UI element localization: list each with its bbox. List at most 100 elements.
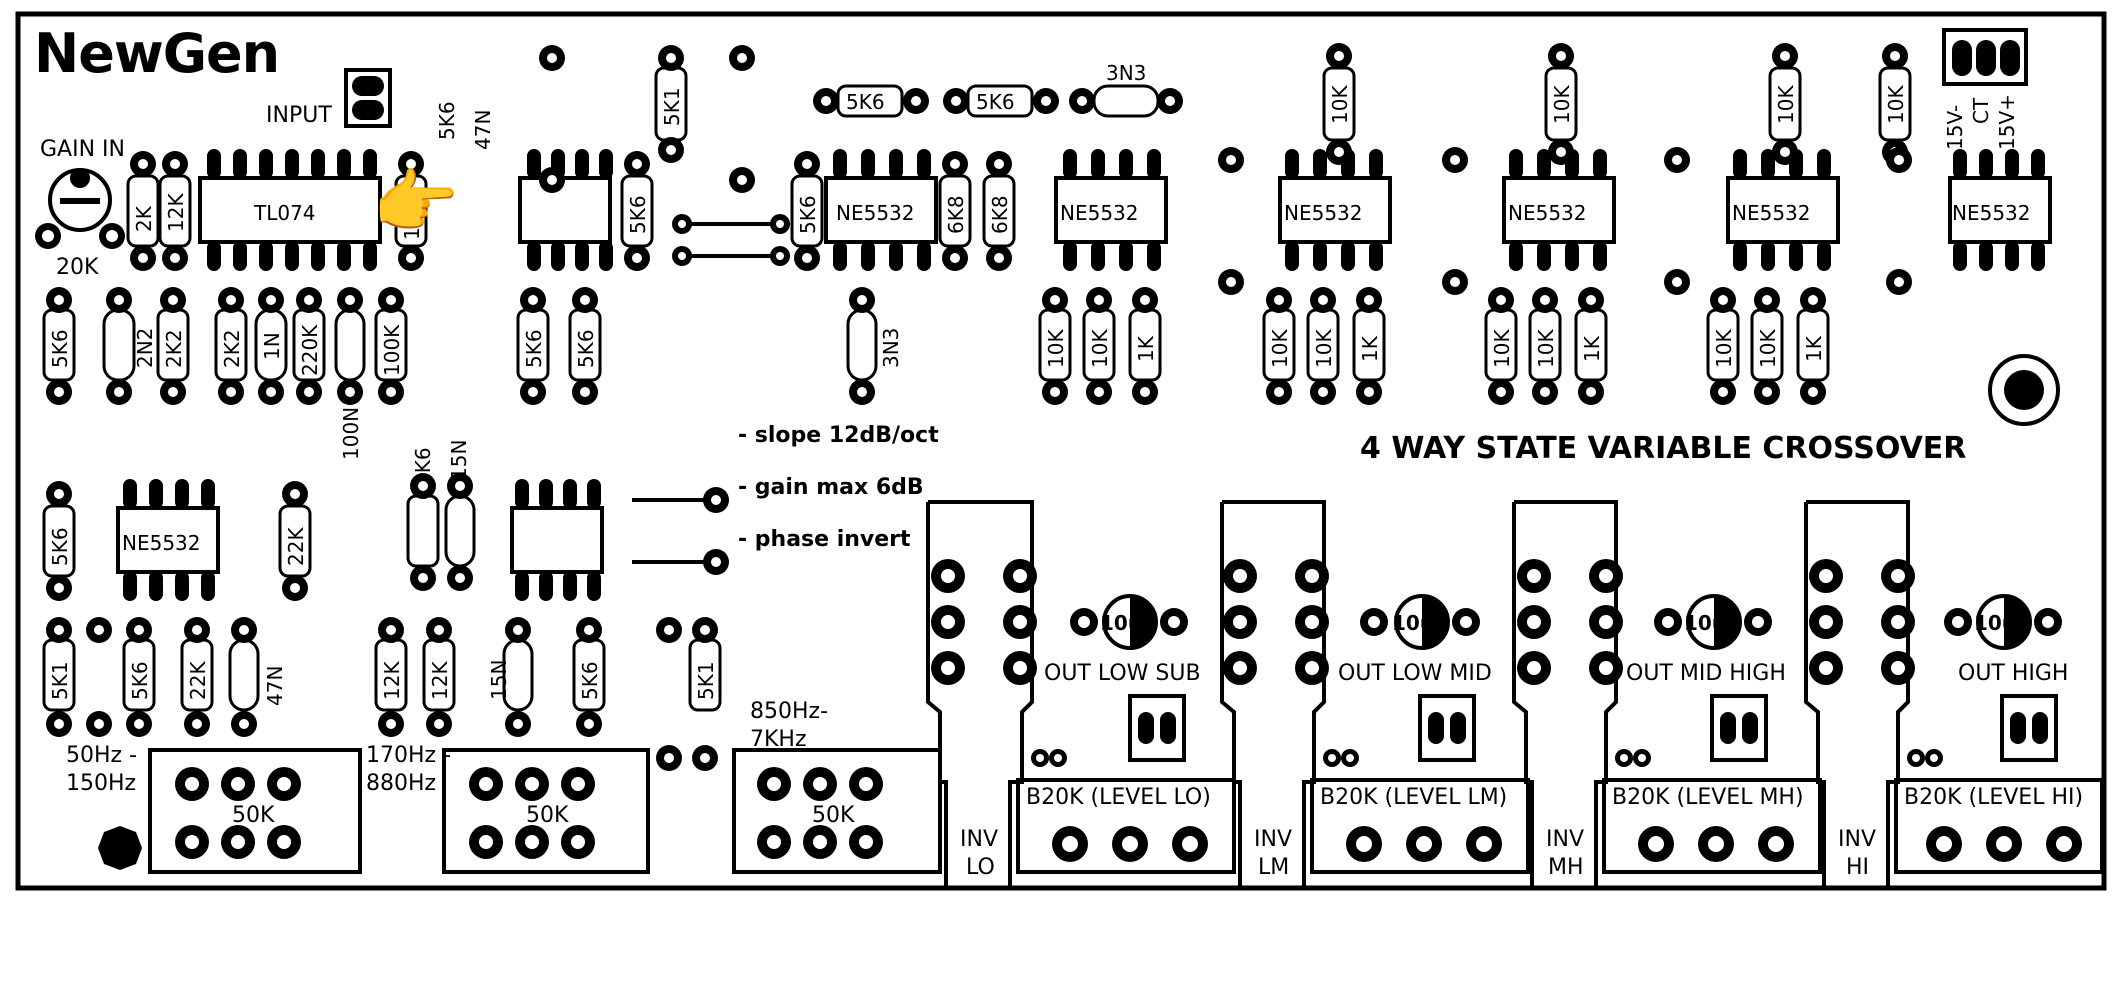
solder-pad bbox=[1132, 287, 1158, 313]
solder-pad bbox=[1310, 287, 1336, 313]
resistor: 2K bbox=[126, 174, 160, 248]
ic-pin bbox=[1119, 149, 1133, 179]
solder-pad bbox=[1578, 287, 1604, 313]
solder-pad bbox=[520, 379, 546, 405]
pot-range: 150Hz bbox=[66, 771, 136, 796]
resistor: 220K bbox=[292, 308, 326, 382]
solder-pad bbox=[1589, 605, 1623, 639]
solder-pad bbox=[160, 379, 186, 405]
output-connector bbox=[1418, 694, 1476, 762]
ic-pin bbox=[311, 149, 325, 179]
solder-pad bbox=[231, 711, 257, 737]
ic-pin bbox=[285, 149, 299, 179]
resistor: 2K2 bbox=[156, 308, 190, 382]
resistor: 10K bbox=[1484, 308, 1518, 382]
resistor: 10K bbox=[1082, 308, 1116, 382]
resistor: 100K bbox=[374, 308, 408, 382]
ic-pin bbox=[1953, 149, 1967, 179]
solder-pad bbox=[1326, 139, 1352, 165]
resistor-value: 1K bbox=[1358, 335, 1382, 362]
ic-pin bbox=[1979, 241, 1993, 271]
resistor-value: 22K bbox=[186, 661, 210, 700]
mounting-hole bbox=[1988, 354, 2060, 426]
solder-pad bbox=[1003, 559, 1037, 593]
ic-pin bbox=[1285, 241, 1299, 271]
solder-pad bbox=[426, 711, 452, 737]
resistor: 10K bbox=[1306, 308, 1340, 382]
solder-pad bbox=[729, 167, 755, 193]
inv-label: LM bbox=[1258, 855, 1289, 880]
pot-range: 170Hz - bbox=[366, 743, 451, 768]
solder-pad bbox=[258, 379, 284, 405]
ic-pin bbox=[1509, 149, 1523, 179]
solder-pad bbox=[1710, 287, 1736, 313]
pot-range: 50Hz - bbox=[66, 743, 137, 768]
solder-pad bbox=[1452, 608, 1480, 636]
capacitor: 15N bbox=[444, 440, 476, 568]
solder-pad bbox=[267, 767, 301, 801]
solder-pad bbox=[1069, 88, 1095, 114]
solder-pad bbox=[469, 767, 503, 801]
solder-pad bbox=[1488, 379, 1514, 405]
solder-pad bbox=[849, 767, 883, 801]
ic-chip: NE5532 bbox=[1278, 176, 1392, 244]
ic-label: NE5532 bbox=[1952, 201, 2031, 225]
solder-pad bbox=[410, 565, 436, 591]
solder-pad bbox=[160, 287, 186, 313]
ic-pin bbox=[917, 149, 931, 179]
solder-pad bbox=[931, 559, 965, 593]
solder-pad bbox=[46, 711, 72, 737]
solder-pad bbox=[86, 711, 112, 737]
ic-pin bbox=[889, 241, 903, 271]
capacitor: 47N bbox=[228, 638, 287, 712]
solder-pad bbox=[505, 617, 531, 643]
resistor: 5K6 bbox=[122, 638, 156, 712]
solder-pad bbox=[175, 767, 209, 801]
solder-pad bbox=[175, 825, 209, 859]
solder-pad bbox=[1664, 269, 1690, 295]
ic-pin bbox=[1761, 149, 1775, 179]
ic-pin bbox=[363, 149, 377, 179]
ic-label: NE5532 bbox=[122, 531, 201, 555]
ic-pin bbox=[1789, 241, 1803, 271]
resistor-value: 5K1 bbox=[694, 661, 718, 700]
solder-pad bbox=[1295, 559, 1329, 593]
electrolytic-capacitor: 10u bbox=[1974, 594, 2032, 650]
solder-pad bbox=[1754, 379, 1780, 405]
solder-pad bbox=[162, 245, 188, 271]
solder-pad bbox=[1517, 651, 1551, 685]
gain-trim-pot bbox=[35, 168, 125, 249]
ic-label: NE5532 bbox=[1732, 201, 1811, 225]
capacitor-value: 2N2 bbox=[133, 328, 157, 368]
capacitor-value: 1N bbox=[260, 332, 284, 360]
solder-pad bbox=[849, 379, 875, 405]
solder-pad bbox=[1772, 139, 1798, 165]
solder-pad bbox=[576, 711, 602, 737]
solder-pad bbox=[1360, 608, 1388, 636]
resistor-value: 5K6 bbox=[522, 329, 546, 368]
solder-pad bbox=[770, 214, 790, 234]
output-channel-mh: INV MH 10u OUT MID HIGH B20K (LEVEL MH) bbox=[1512, 500, 1822, 888]
resistor-value: 10K bbox=[1774, 85, 1798, 124]
ic-pin bbox=[149, 571, 163, 601]
pot-range: 7KHz bbox=[750, 727, 807, 752]
ic-pin bbox=[587, 479, 601, 509]
ic-pin bbox=[1063, 149, 1077, 179]
pointing-hand-icon: 👉 bbox=[372, 161, 459, 243]
pot-range: 850Hz- bbox=[750, 699, 828, 724]
solder-pad bbox=[46, 617, 72, 643]
solder-pad bbox=[656, 617, 682, 643]
resistor: 10K bbox=[1878, 66, 1912, 142]
solder-pad bbox=[931, 651, 965, 685]
solder-pad bbox=[561, 767, 595, 801]
resistor: 10K bbox=[1544, 66, 1578, 142]
solder-pad bbox=[903, 88, 929, 114]
solder-pad bbox=[770, 246, 790, 266]
level-pot-label: B20K (LEVEL HI) bbox=[1904, 785, 2083, 810]
resistor-value: 10K bbox=[1088, 329, 1112, 368]
resistor-value: 5K6 bbox=[626, 195, 650, 234]
ic-pin bbox=[527, 241, 541, 271]
resistor-value: 6K8 bbox=[988, 195, 1012, 234]
solder-pad bbox=[46, 379, 72, 405]
